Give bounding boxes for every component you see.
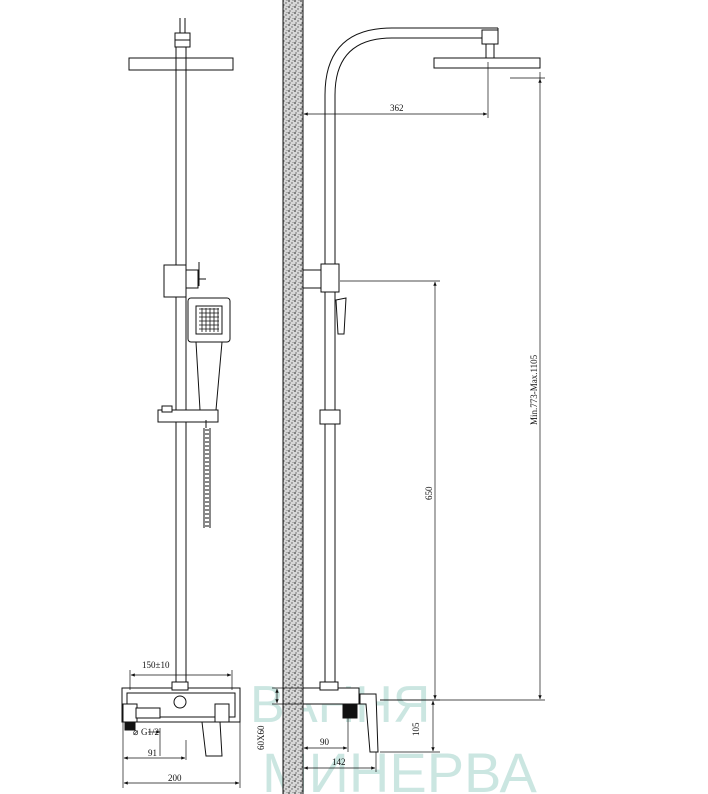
mixer-lever-front xyxy=(201,721,223,757)
spout-front xyxy=(135,707,161,719)
rain-shower-head-side xyxy=(433,57,541,69)
dim-total-height: Min.773-Max.1105 xyxy=(529,354,539,425)
dim-mixer-depth: 142 xyxy=(332,757,346,767)
hand-shower-side xyxy=(335,297,347,335)
shower-hose xyxy=(203,420,211,528)
side-dimension-labels: 362 650 Min.773-Max.1105 105 90 142 60X6… xyxy=(256,103,539,767)
dim-mount-plate: 60X60 xyxy=(256,725,266,750)
dim-width: 200 xyxy=(168,773,182,783)
watermark: ВАННЯ МИНЕРВА xyxy=(250,676,538,794)
dim-spacing: 150±10 xyxy=(142,660,170,670)
diverter-valve xyxy=(163,264,187,298)
dim-wall-distance: 90 xyxy=(320,737,330,747)
dim-mixer-height: 105 xyxy=(411,722,421,736)
mixer-lever-side xyxy=(359,693,379,753)
front-view xyxy=(121,18,241,757)
eccentric-right xyxy=(214,703,230,723)
eccentric-left xyxy=(122,703,138,723)
wall-section xyxy=(282,0,304,794)
dim-head-reach: 362 xyxy=(390,103,404,113)
slider-side xyxy=(319,409,341,425)
side-dimensions xyxy=(272,62,545,772)
riser-arm-inner xyxy=(334,37,486,690)
wall-bracket-upper xyxy=(302,269,322,289)
watermark-line1: ВАННЯ xyxy=(250,676,430,734)
dim-outlet-offset: 91 xyxy=(148,748,157,758)
head-connector-side xyxy=(481,29,499,45)
hand-shower xyxy=(187,297,231,411)
mixer-center xyxy=(173,695,187,709)
dim-thread-symbol: ⌀ xyxy=(133,727,139,737)
dim-thread: G1/2 xyxy=(141,727,159,737)
front-dimensions xyxy=(122,670,241,788)
rain-shower-head-front xyxy=(128,57,234,71)
side-view xyxy=(302,27,541,753)
front-dimension-labels: 150±10 ⌀ G1/2 91 200 xyxy=(133,660,182,783)
wall-hatch xyxy=(283,0,303,794)
shower-slider-holder xyxy=(157,409,219,423)
dim-holder-height: 650 xyxy=(424,486,434,500)
riser-arm-outer xyxy=(324,27,498,690)
